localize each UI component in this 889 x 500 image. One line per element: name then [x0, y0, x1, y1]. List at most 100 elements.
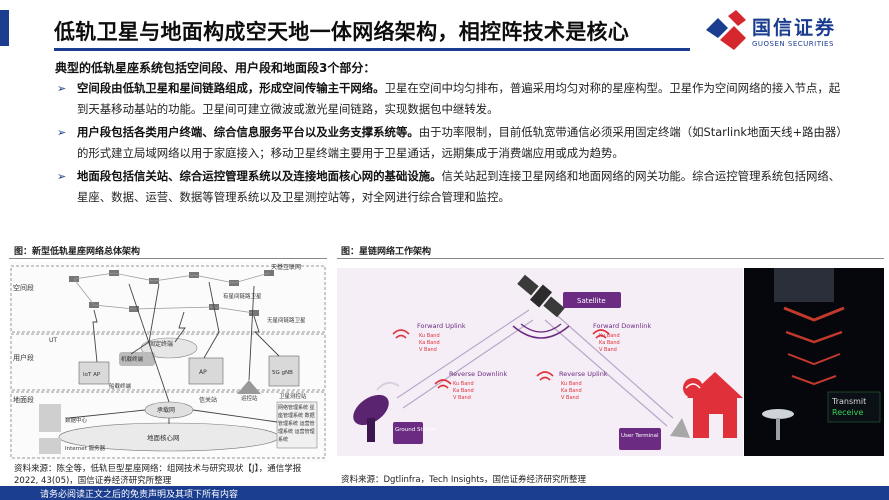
guosen-logo-icon [706, 10, 746, 50]
gnb-icon [268, 355, 300, 387]
rev-downlink-ka: Ka Band [453, 388, 474, 394]
user-terminal-label: User Terminal [621, 433, 659, 439]
disclaimer-text: 请务必阅读正文之后的免责声明及其项下所有内容 [40, 490, 239, 500]
satellite-icons [69, 270, 274, 316]
fwd-uplink-ka: Ka Band [419, 340, 440, 346]
figure-left-source-line2: 2022, 43(05)，国信证券经济研究所整理 [14, 476, 172, 486]
figure-left-rule [9, 258, 327, 259]
footer-bar: 请务必阅读正文之后的免责声明及其项下所有内容 [0, 486, 889, 500]
label-user-seg: 用户段 [13, 353, 34, 362]
figure-left-source-line1: 资料来源：陈全等，低轨巨型星座网络：组网技术与研究现状【J】，通信学报 [14, 464, 302, 474]
rev-downlink-v: V Band [453, 395, 471, 401]
ground-station-dish-icon [353, 394, 389, 442]
label-dc: 数据中心 [65, 416, 88, 424]
logo-text-en: GUOSEN SECURITIES [752, 40, 834, 48]
fwd-downlink-v: V Band [599, 347, 617, 353]
bullet-list: ➢ 空间段由低轨卫星和星间链路组成，形成空间传输主干网络。卫星在空间中均匀排布，… [55, 78, 845, 210]
ground-station-label-box [393, 422, 423, 444]
receive-label: Receive [832, 408, 863, 417]
satellite-label-box [563, 292, 621, 308]
user-dish-shape [762, 409, 794, 419]
label-fixed-terminal: 固定终端 [149, 340, 173, 348]
rev-uplink-label: Reverse Uplink [559, 370, 608, 378]
rev-downlink-ku: Ku Band [453, 381, 474, 387]
bullet-heading: 地面段包括信关站、综合运控管理系统以及连接地面核心网的基础设施。 [77, 169, 442, 183]
ap-icon [188, 357, 224, 385]
architecture-diagram-svg: 空间段 天基互联网 有星间链路卫星 无星间链路卫星 UT 固定终端 机载终端 I… [10, 263, 326, 459]
figure-right-title: 图：星链网络工作架构 [341, 247, 432, 257]
fwd-downlink-ku: Ku Band [599, 333, 620, 339]
label-ut: UT [49, 337, 57, 344]
fwd-uplink-label: Forward Uplink [417, 322, 466, 330]
arrow-bullet-icon: ➢ [57, 82, 67, 95]
fixed-terminal-icon [140, 337, 198, 359]
bullet-ground-segment: ➢ 地面段包括信关站、综合运控管理系统以及连接地面核心网的基础设施。信关站起到连… [55, 166, 845, 208]
label-core: 地面核心网 [147, 433, 180, 442]
ground-station-label: Ground Station [395, 427, 437, 433]
label-ttc: 卫星测控站 [279, 392, 307, 400]
satellite-dish-icon [237, 380, 261, 394]
label-mgmt: 网络管理系统 星座管理系统 数据管理系统 运营管理系统 运营管理系统 [278, 405, 315, 443]
figure-left-title: 图：新型低轨星座网络总体架构 [14, 247, 141, 257]
slide-header: 低轨卫星与地面构成空天地一体网络架构，相控阵技术是核心 国信证券 GUOSEN … [0, 0, 889, 60]
architecture-diagram: 空间段 天基互联网 有星间链路卫星 无星间链路卫星 UT 固定终端 机载终端 I… [9, 262, 327, 462]
title-underline [54, 48, 690, 51]
satellite-signal-arc [512, 325, 570, 339]
label-airborne: 机载终端 [121, 355, 144, 363]
satellite-icon [517, 274, 565, 318]
bullet-body: 信关站起到连接卫星网络和地面网络的网关功能。综合运控管理系统包括网络、星座、数据… [77, 169, 841, 204]
rev-uplink-v: V Band [561, 395, 579, 401]
fwd-downlink-label: Forward Downlink [593, 322, 651, 330]
fwd-downlink-ka: Ka Band [599, 340, 620, 346]
label-iot: IoT AP [83, 372, 101, 378]
fwd-uplink-v: V Band [419, 347, 437, 353]
bullet-body: 卫星在空间中均匀排布，普遍采用均匀对称的星座构型。卫星作为空间网络的接入节点，起… [77, 81, 841, 116]
user-segment-band [10, 333, 326, 391]
wifi-icons [392, 329, 610, 389]
user-terminal-label-box [619, 428, 661, 450]
header-accent-bar [0, 10, 9, 46]
arrow-bullet-icon: ➢ [57, 126, 67, 139]
starlink-diagram-svg: Satellite Ground Station User Terminal F… [353, 274, 743, 450]
label-sky-net: 天基互联网 [271, 263, 301, 271]
user-dish-icon [670, 418, 690, 438]
bullet-space-segment: ➢ 空间段由低轨卫星和星间链路组成，形成空间传输主干网络。卫星在空间中均匀排布，… [55, 78, 845, 120]
wifi-router-icon [683, 378, 703, 398]
rev-downlink-label: Reverse Downlink [449, 370, 507, 378]
label-ops: 运控站 [241, 394, 258, 402]
bullet-heading: 空间段由低轨卫星和星间链路组成，形成空间传输主干网络。 [77, 81, 385, 95]
iot-ap-icon [78, 361, 110, 385]
label-has-isl: 有星间链路卫星 [223, 292, 262, 300]
label-internet: Internet 服务器 [65, 444, 106, 452]
arrow-bullet-icon: ➢ [57, 170, 67, 183]
label-no-isl: 无星间链路卫星 [267, 316, 306, 324]
transmit-label: Transmit [831, 397, 866, 406]
bullet-user-segment: ➢ 用户段包括各类用户终端、综合信息服务平台以及业务支撑系统等。由于功率限制，目… [55, 122, 845, 164]
lead-sentence: 典型的低轨星座系统包括空间段、用户段和地面段3个部分： [55, 61, 376, 75]
figure-right-rule [337, 258, 884, 259]
internet-server-icon [39, 438, 61, 454]
logo-text-cn: 国信证券 [752, 17, 837, 39]
fwd-uplink-ku: Ku Band [419, 333, 440, 339]
figure-right-source: 资料来源：Dgtlinfra，Tech Insights，国信证券经济研究所整理 [341, 475, 587, 485]
label-gnb: 5G gNB [272, 370, 293, 376]
satellite-stack-shape [774, 268, 834, 302]
label-space-seg: 空间段 [13, 283, 34, 292]
satellite-photo: Transmit Receive [744, 268, 884, 456]
satellite-label: Satellite [577, 297, 606, 305]
bullet-heading: 用户段包括各类用户终端、综合信息服务平台以及业务支撑系统等。 [77, 125, 419, 139]
link-forward-downlink [550, 309, 674, 419]
starlink-diagram: Satellite Ground Station User Terminal F… [337, 268, 743, 456]
label-ground-seg: 地面段 [13, 395, 34, 404]
space-segment-band [10, 265, 326, 333]
slide-title: 低轨卫星与地面构成空天地一体网络架构，相控阵技术是核心 [54, 20, 630, 44]
bullet-body: 由于功率限制，目前低轨宽带通信必须采用固定终端（如Starlink地面天线+路由… [77, 125, 842, 160]
rev-uplink-ku: Ku Band [561, 381, 582, 387]
company-logo: 国信证券 GUOSEN SECURITIES [704, 10, 884, 56]
ground-segment-band [10, 391, 326, 459]
rev-uplink-ka: Ka Band [561, 388, 582, 394]
data-center-icon [39, 404, 61, 432]
label-gateway: 信关站 [199, 396, 217, 404]
figure-left-source: 资料来源：陈全等，低轨巨型星座网络：组网技术与研究现状【J】，通信学报 2022… [14, 463, 330, 487]
link-reverse-uplink [544, 319, 668, 427]
